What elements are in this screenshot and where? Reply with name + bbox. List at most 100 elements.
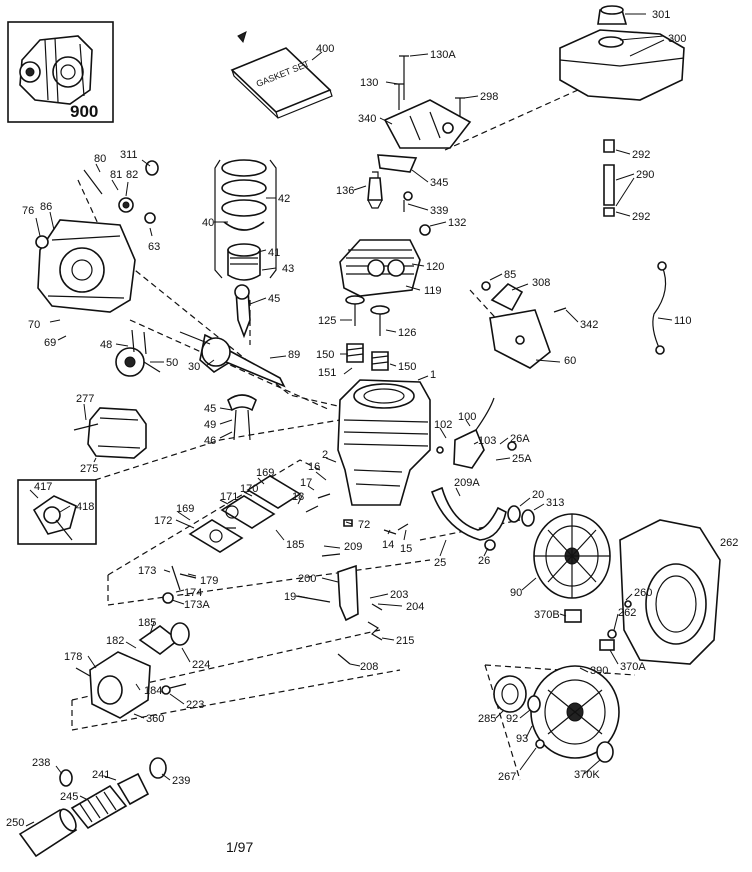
- callout-30: 30: [188, 361, 200, 373]
- callout-239: 239: [172, 775, 190, 787]
- callout-19: 19: [284, 591, 296, 603]
- callout-370k: 370K: [574, 769, 600, 781]
- callout-81: 81: [110, 169, 122, 181]
- callout-150b: 150: [398, 361, 416, 373]
- callout-25a: 25A: [512, 453, 532, 465]
- callout-42: 42: [278, 193, 290, 205]
- callout-360: 360: [146, 713, 164, 725]
- callout-50: 50: [166, 357, 178, 369]
- callout-260: 260: [634, 587, 652, 599]
- air-guide-25: [430, 486, 507, 541]
- callout-1: 1: [430, 369, 436, 381]
- bolts-130: [394, 55, 465, 116]
- callout-173: 173: [138, 565, 156, 577]
- callout-151: 151: [318, 367, 336, 379]
- piston-41: [227, 243, 261, 281]
- callout-85: 85: [504, 269, 516, 281]
- gasket-set-400: GASKET SET: [230, 31, 333, 119]
- callout-170: 170: [240, 483, 258, 495]
- callout-126: 126: [398, 327, 416, 339]
- callout-110: 110: [674, 315, 692, 327]
- callout-241: 241: [92, 769, 110, 781]
- spring-215: [367, 621, 383, 641]
- callout-277: 277: [76, 393, 94, 405]
- callout-69: 69: [44, 337, 56, 349]
- callout-2: 2: [322, 449, 328, 461]
- callout-300: 300: [668, 33, 686, 45]
- flywheel-washers: [507, 505, 535, 527]
- callout-18: 18: [292, 491, 304, 503]
- callout-200: 200: [298, 573, 316, 585]
- callout-17: 17: [300, 477, 312, 489]
- callout-26: 26: [478, 555, 490, 567]
- callout-169b: 169: [176, 503, 194, 515]
- callout-308: 308: [532, 277, 550, 289]
- callout-275: 275: [80, 463, 98, 475]
- callout-174: 174: [184, 587, 202, 599]
- flywheel-90: [533, 513, 611, 599]
- callout-48: 48: [100, 339, 112, 351]
- callout-120: 120: [426, 261, 444, 273]
- callout-292b: 292: [632, 211, 650, 223]
- inset-900-label: 900: [70, 102, 98, 121]
- callout-208: 208: [360, 661, 378, 673]
- intake-gaskets: [188, 475, 302, 553]
- callout-250: 250: [6, 817, 24, 829]
- callout-labels: 301 300 400 130A 130 298 340 292 290 292…: [6, 9, 738, 829]
- valves-125-126: [345, 295, 390, 336]
- wire-110: [652, 261, 667, 355]
- callout-15: 15: [400, 543, 412, 555]
- callout-16: 16: [308, 461, 320, 473]
- callout-224: 224: [192, 659, 210, 671]
- callout-370b: 370B: [534, 609, 560, 621]
- breather-275: [73, 407, 147, 459]
- callout-25: 25: [434, 557, 446, 569]
- callout-267: 267: [498, 771, 516, 783]
- callout-203: 203: [390, 589, 408, 601]
- callout-169: 169: [256, 467, 274, 479]
- callout-184: 184: [144, 685, 162, 697]
- callout-20: 20: [532, 489, 544, 501]
- callout-185b: 185: [138, 617, 156, 629]
- callout-132: 132: [448, 217, 466, 229]
- callout-262: 262: [720, 537, 738, 549]
- callout-86: 86: [40, 201, 52, 213]
- callout-400: 400: [316, 43, 334, 55]
- decals-370: [564, 609, 615, 651]
- bracket-308-60: [489, 283, 551, 369]
- fuel-tank-300: [559, 5, 685, 101]
- fuel-line-290: [603, 139, 615, 217]
- callout-209: 209: [344, 541, 362, 553]
- callout-89: 89: [288, 349, 300, 361]
- callout-262b: 262: [618, 607, 636, 619]
- bracket-340: [377, 99, 472, 173]
- callout-46: 46: [204, 435, 216, 447]
- callout-63: 63: [148, 241, 160, 253]
- governor-arm-200: [295, 564, 359, 622]
- callout-417: 417: [34, 481, 52, 493]
- blower-housing-260: [619, 519, 721, 665]
- callout-172: 172: [154, 515, 172, 527]
- callout-313: 313: [546, 497, 564, 509]
- callout-82: 82: [126, 169, 138, 181]
- callout-49: 49: [204, 419, 216, 431]
- callout-223: 223: [186, 699, 204, 711]
- callout-204: 204: [406, 601, 424, 613]
- cylinder-block-1: [337, 379, 431, 506]
- air-cleaner-250: [18, 808, 78, 858]
- cylinder-head-119: [339, 239, 421, 297]
- valve-springs-150: [346, 343, 389, 371]
- callout-72: 72: [358, 519, 370, 531]
- callout-150: 150: [316, 349, 334, 361]
- callout-80: 80: [94, 153, 106, 165]
- callout-130: 130: [360, 77, 378, 89]
- callout-340: 340: [358, 113, 376, 125]
- callout-173a: 173A: [184, 599, 210, 611]
- callout-45: 45: [268, 293, 280, 305]
- callout-130a: 130A: [430, 49, 456, 61]
- inset-short-block-900: 900: [7, 21, 114, 123]
- callout-100: 100: [458, 411, 476, 423]
- callout-339: 339: [430, 205, 448, 217]
- callout-215: 215: [396, 635, 414, 647]
